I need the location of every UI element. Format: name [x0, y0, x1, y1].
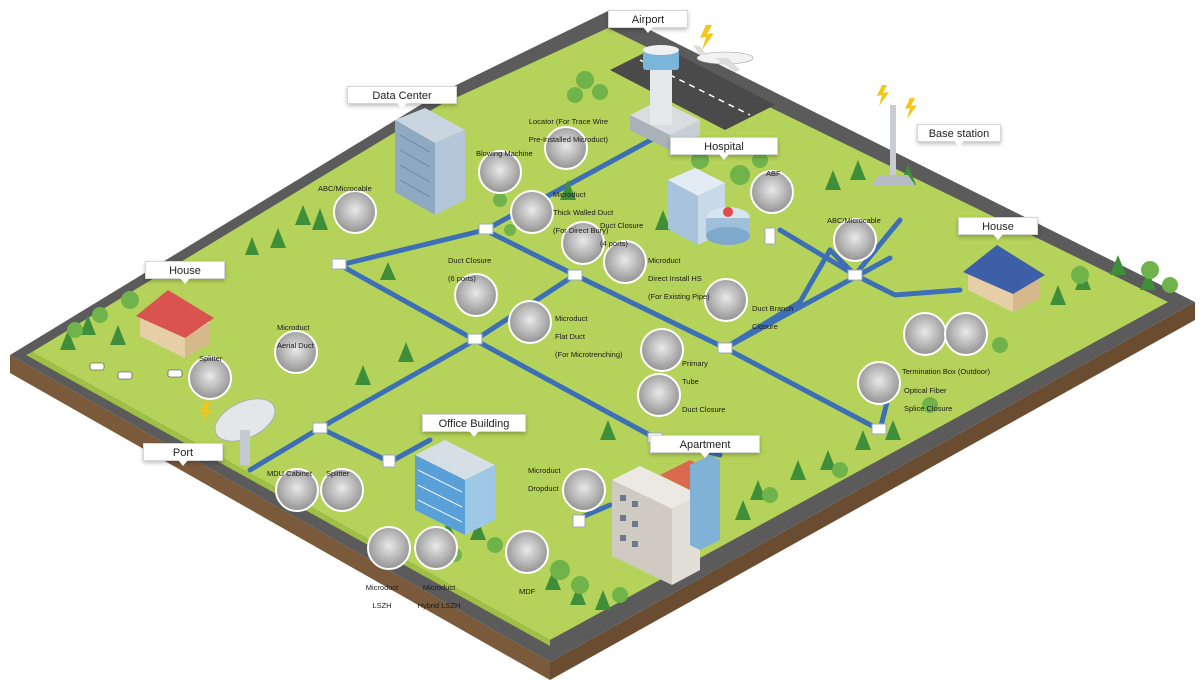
hospital-building — [668, 168, 750, 245]
label-data-center: Data Center — [347, 86, 457, 109]
callout-splitter-left: Splitter — [199, 354, 223, 363]
callout-abf: ABF — [766, 169, 781, 178]
callout-primary-tube: Primary Tube — [682, 359, 708, 386]
callout-mdf: MDF — [519, 587, 536, 596]
callout-termination-box: Termination Box (Outdoor) — [902, 367, 990, 376]
callout-duct-closure: Duct Closure — [682, 405, 726, 414]
airplane-icon — [693, 45, 754, 72]
label-office-building: Office Building — [422, 414, 526, 437]
callout-abc-microcable-right: ABC/Microcable — [827, 216, 881, 225]
callout-microduct-thick: Microduct Thick Walled Duct (For Direct … — [553, 190, 614, 235]
callout-abc-microcable-left: ABC/Microcable — [318, 184, 372, 193]
callout-optical-fiber-splice: Optical Fiber Splice Closure — [904, 386, 953, 413]
callout-blowing-machine: Blowing Machine — [476, 149, 533, 158]
airport-tower — [630, 45, 700, 150]
apartment-building — [612, 455, 720, 585]
callout-microduct-flat: Microduct Flat Duct (For Microtrenching) — [555, 314, 623, 359]
satellite-dish-icon — [214, 398, 276, 465]
label-airport: Airport — [608, 10, 688, 33]
lightning-icon — [200, 25, 917, 423]
callout-microduct-hybrid: Microduct Hybrid LSZH — [417, 583, 461, 610]
right-house — [963, 245, 1045, 312]
callout-microduct-dropduct: Microduct Dropduct — [528, 466, 561, 493]
callout-locator: Locator (For Trace Wire Pre-Installed Mi… — [528, 117, 608, 144]
callout-duct-closure-4: Duct Closure (4 ports) — [600, 221, 644, 248]
label-hospital: Hospital — [670, 137, 778, 160]
label-house-right: House — [958, 217, 1038, 240]
callout-microduct-lszh: Microduct LSZH — [365, 583, 399, 610]
data-center-building — [395, 108, 465, 215]
label-port: Port — [143, 443, 223, 466]
callout-microduct-direct: Microduct Direct Install HS (For Existin… — [648, 256, 710, 301]
office-building — [415, 440, 495, 535]
callout-splitter-center: Splitter — [326, 469, 350, 478]
tree-groups — [60, 71, 1178, 610]
callout-duct-branch-closure: Duct Branch Closure — [752, 304, 794, 331]
component-photo-circles — [188, 126, 988, 574]
callout-microduct-aerial: Microduct Aerial Duct — [277, 323, 314, 350]
label-house-left: House — [145, 261, 225, 284]
base-station-tower — [872, 105, 915, 185]
cow-icon — [89, 362, 183, 380]
callout-duct-closure-6: Duct Closure (6 ports) — [448, 256, 492, 283]
callout-mdu-cabinet: MDU Cabinet — [267, 469, 313, 478]
left-house — [136, 290, 214, 358]
label-apartment: Apartment — [650, 435, 760, 458]
label-base-station: Base station — [917, 124, 1001, 147]
